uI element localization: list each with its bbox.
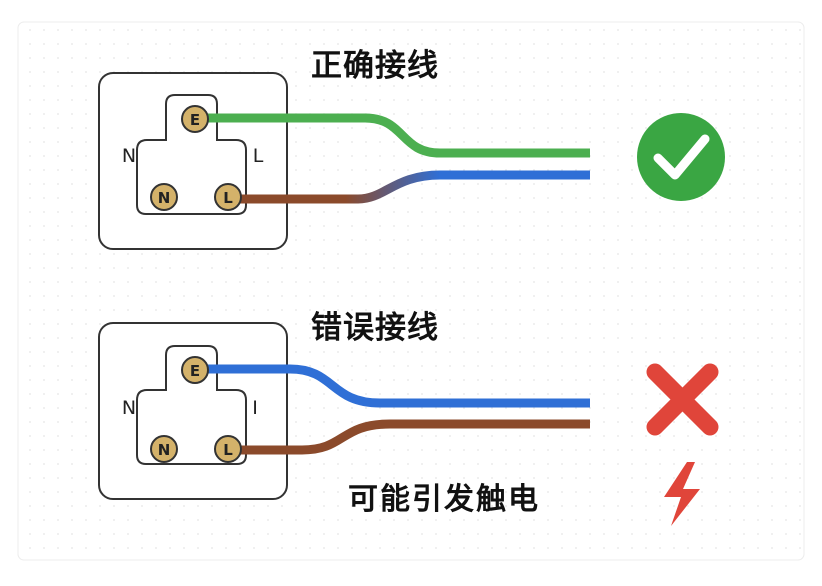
live-wire-brown — [230, 170, 441, 204]
wire-brown-live — [230, 419, 590, 455]
terminal-n-label: N — [158, 441, 171, 459]
terminal-l-label: L — [223, 441, 233, 459]
socket-outline — [136, 345, 247, 465]
terminal-n — [150, 435, 178, 463]
terminal-e — [181, 356, 209, 384]
terminal-l — [214, 183, 242, 211]
earth-wire-green — [196, 113, 590, 158]
terminal-e — [181, 105, 209, 133]
terminal-e-label: E — [190, 362, 200, 380]
shock-warning-text: 可能引发触电 — [348, 482, 540, 517]
title-wrong-wiring: 错误接线 — [311, 310, 439, 346]
terminal-n — [150, 183, 178, 211]
check-circle-icon — [637, 113, 725, 201]
side-label-n: N — [122, 145, 136, 167]
wrong-wiring-group: E N L N I — [98, 322, 719, 526]
side-label-n: N — [122, 397, 136, 419]
terminal-n-label: N — [158, 189, 171, 207]
side-label-l: L — [253, 145, 264, 167]
side-label-i: I — [252, 397, 258, 419]
terminal-l — [214, 435, 242, 463]
terminal-e-label: E — [190, 111, 200, 129]
terminal-l-label: L — [223, 189, 233, 207]
correct-wiring-group: E N L N L — [98, 72, 725, 250]
lightning-bolt-icon — [664, 462, 700, 526]
title-correct-wiring: 正确接线 — [311, 48, 439, 84]
cross-icon — [646, 363, 719, 436]
wire-blue-on-earth — [196, 364, 590, 408]
